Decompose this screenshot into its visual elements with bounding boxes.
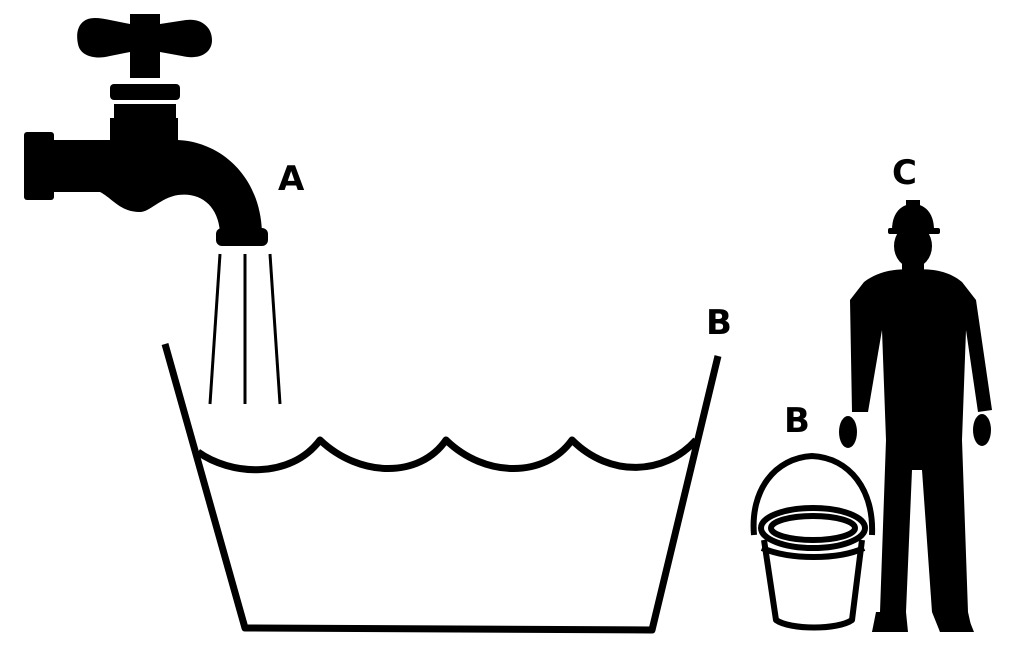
label-bucket: B	[784, 401, 810, 441]
water-stream-icon	[208, 253, 282, 405]
bucket-icon	[750, 453, 876, 631]
worker-silhouette-icon	[839, 200, 992, 632]
label-faucet: A	[278, 159, 305, 199]
label-tub: B	[706, 303, 732, 343]
tub-icon	[161, 343, 722, 634]
faucet-icon	[24, 14, 268, 246]
water-surface	[195, 436, 699, 474]
label-worker: C	[892, 153, 917, 193]
